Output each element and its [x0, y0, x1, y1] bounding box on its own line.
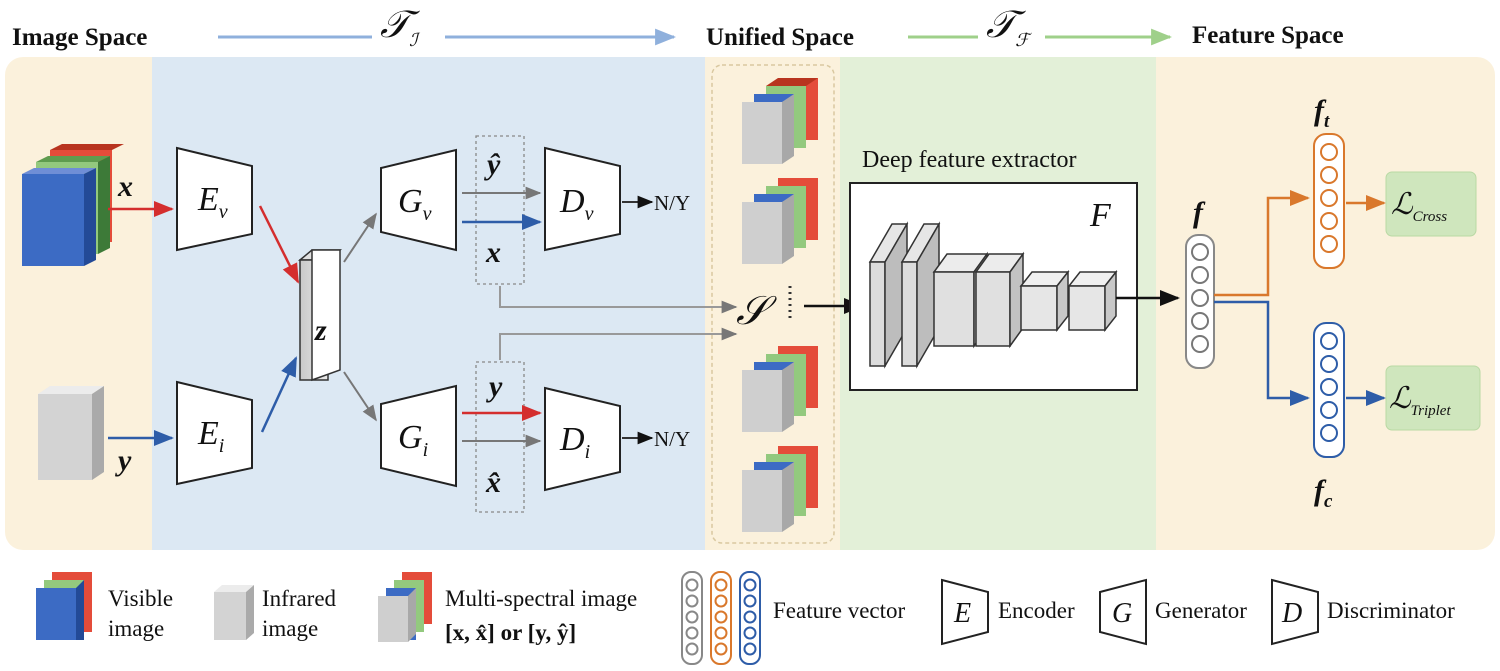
legend-generator-symbol: G	[1112, 598, 1132, 629]
generator-gi-label: Gi	[398, 419, 428, 461]
legend-multispectral-line2: [x, x̂] or [y, ŷ]	[445, 620, 576, 645]
top-pair-to-s-connector	[499, 286, 738, 314]
f-to-ft-arrow	[1214, 190, 1310, 297]
legend-multispectral-icon	[378, 572, 432, 642]
di-output-label: N/Y	[654, 427, 690, 451]
discriminator-di	[544, 386, 621, 492]
generator-gv-label: Gv	[398, 183, 432, 225]
legend-encoder-icon	[941, 578, 989, 646]
loss-cross-label: ℒCross	[1391, 188, 1447, 225]
legend-infrared-line1: Infrared	[262, 586, 337, 611]
t-image-label: 𝒯ℐ	[380, 4, 421, 50]
legend-visible-icon	[36, 572, 92, 640]
encoder-ev	[176, 146, 253, 252]
extractor-title: Deep feature extractor	[862, 147, 1077, 173]
encoder-ev-label: Ev	[197, 181, 228, 223]
legend-infrared-line2: image	[262, 616, 318, 641]
gi-output-y: y	[486, 370, 503, 403]
multispectral-stack-3	[742, 346, 818, 432]
gv-output-box	[475, 135, 525, 285]
z-to-gi-arrow	[343, 371, 377, 422]
multispectral-stack-2	[742, 178, 818, 264]
discriminator-di-label: Di	[559, 421, 590, 463]
multispectral-stack-4	[742, 446, 818, 532]
input-y-label: y	[115, 444, 132, 477]
legend-multispectral-line1: Multi-spectral image	[445, 586, 637, 611]
legend-discriminator-icon	[1271, 578, 1319, 646]
legend-generator-icon	[1099, 578, 1147, 646]
legend-infrared-icon	[214, 585, 254, 640]
discriminator-dv-label: Dv	[559, 183, 594, 225]
gv-output-yhat: ŷ	[484, 148, 501, 181]
encoder-ei	[176, 380, 253, 486]
gi-output-xhat: x̂	[485, 466, 501, 499]
generator-gi	[380, 384, 457, 488]
z-to-gv-arrow	[343, 212, 377, 263]
infrared-image	[38, 386, 104, 480]
legend-discriminator-symbol: D	[1281, 598, 1302, 629]
legend-generator-label: Generator	[1155, 598, 1247, 623]
feature-vector-fc	[1313, 322, 1345, 458]
feature-fc-label: fc	[1314, 474, 1333, 512]
encoder-ei-label: Ei	[197, 415, 224, 457]
gi-output-box	[475, 361, 525, 513]
legend-visible-line2: image	[108, 616, 164, 641]
dv-output-label: N/Y	[654, 191, 690, 215]
image-space-title: Image Space	[12, 24, 147, 51]
ev-to-z-arrow	[258, 205, 300, 284]
feature-space-title: Feature Space	[1192, 22, 1344, 49]
latent-z-label: z	[314, 314, 327, 347]
feature-f-label: f	[1193, 196, 1206, 229]
legend-visible-line1: Visible	[108, 586, 173, 611]
cnn-layers	[868, 221, 1118, 369]
loss-triplet-box	[1385, 365, 1481, 431]
unified-space-title: Unified Space	[706, 24, 854, 51]
legend-encoder-symbol: E	[953, 598, 971, 629]
legend-discriminator-label: Discriminator	[1327, 598, 1455, 623]
gv-output-x: x	[485, 236, 501, 269]
feature-ft-label: ft	[1314, 94, 1330, 132]
loss-triplet-label: ℒTriplet	[1389, 382, 1451, 419]
feature-vector-ft	[1313, 133, 1345, 269]
discriminator-dv	[544, 146, 621, 252]
visible-image-stack	[22, 144, 124, 266]
loss-cross-box	[1385, 171, 1477, 237]
multispectral-stack-1	[742, 78, 818, 164]
bottom-pair-to-s-connector	[499, 327, 738, 360]
ei-to-z-arrow	[260, 356, 298, 433]
unified-set-dashed-box	[711, 64, 835, 544]
extractor-f-label: F	[1089, 197, 1112, 234]
latent-z-block	[297, 249, 343, 382]
legend-feature-vector-icons	[681, 571, 761, 665]
generator-gv	[380, 148, 457, 252]
legend-feature-vector-label: Feature vector	[773, 598, 906, 623]
feature-vector-f	[1185, 234, 1215, 369]
t-feature-label: 𝒯ℱ	[986, 4, 1032, 50]
legend-encoder-label: Encoder	[998, 598, 1075, 623]
f-to-fc-arrow	[1214, 300, 1310, 406]
input-x-label: x	[117, 170, 133, 203]
